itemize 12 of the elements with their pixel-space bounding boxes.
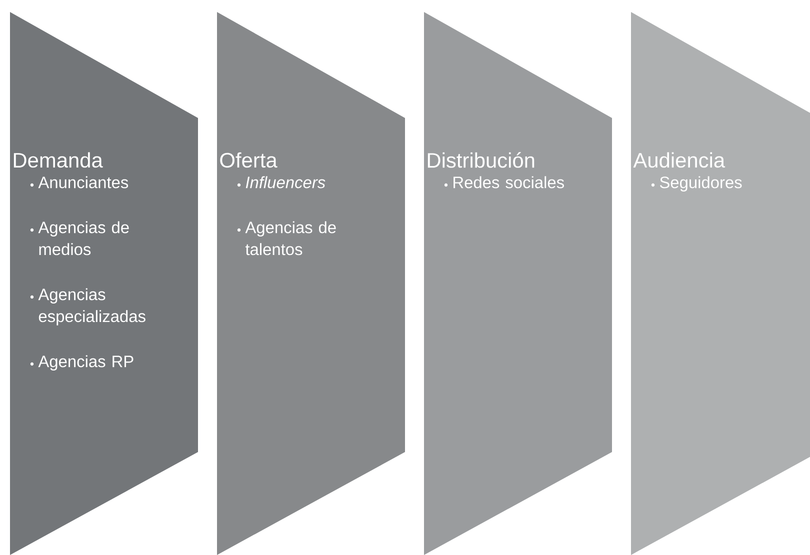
column-heading: Oferta — [220, 152, 278, 168]
list-item: Agencias especializadas — [30, 288, 146, 326]
list-item: Agencias RP — [30, 355, 134, 370]
list-item: Redes sociales — [444, 176, 564, 188]
column-heading: Demanda — [14, 152, 103, 168]
list-item: Anunciantes — [30, 176, 128, 188]
list-item: Agencias de medios — [30, 221, 129, 256]
column-heading: Distribución — [428, 152, 534, 168]
list-item: Seguidores — [651, 176, 742, 192]
list-item: Influencers — [237, 176, 326, 188]
list-item: Agencias de talentos — [237, 221, 336, 256]
column-heading: Audiencia — [633, 152, 726, 168]
